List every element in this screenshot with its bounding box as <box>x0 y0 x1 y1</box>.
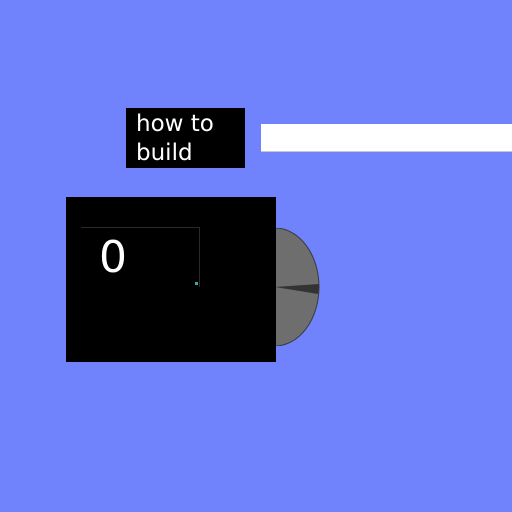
counter-value: 0 <box>99 232 127 283</box>
instruction-label: how to build <box>126 108 245 168</box>
counter-display: 0 <box>81 227 200 287</box>
disc-icon <box>274 228 320 346</box>
text-input[interactable] <box>261 124 512 152</box>
status-dot <box>195 282 198 285</box>
counter-panel: 0 <box>66 197 276 362</box>
